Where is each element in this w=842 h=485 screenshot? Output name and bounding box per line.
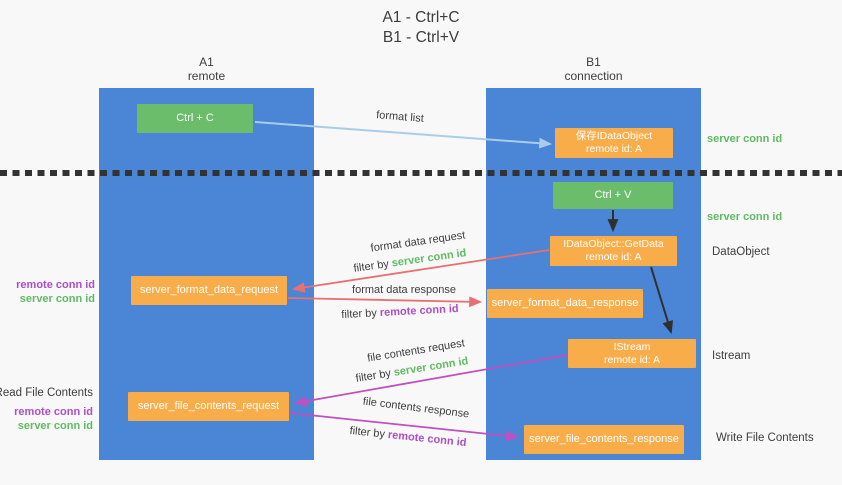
node-server-format-data-request: server_format_data_request bbox=[131, 276, 287, 305]
node-ctrl-c: Ctrl + C bbox=[137, 104, 253, 133]
label-istream: Istream bbox=[712, 350, 751, 362]
label-filter-by-remote-conn-id-2: filter by remote conn id bbox=[349, 425, 467, 449]
label-server-conn-id-right-mid: server conn id bbox=[707, 211, 783, 223]
node-format-request-label: server_format_data_request bbox=[139, 284, 279, 296]
node-ctrl-v-label: Ctrl + V bbox=[594, 189, 632, 201]
node-server-file-contents-response: server_file_contents_response bbox=[524, 425, 684, 454]
node-format-response-label: server_format_data_response bbox=[491, 297, 639, 309]
label-read-file-contents: Read File Contents bbox=[0, 387, 93, 399]
label-conn-ids-left-1: remote conn id server conn id bbox=[16, 278, 95, 306]
diagram-title-line2: B1 - Ctrl+V bbox=[382, 29, 460, 46]
node-save-idataobject-line2: remote id: A bbox=[585, 143, 643, 155]
label-filter-by-server-conn-id-1: filter by server conn id bbox=[353, 247, 467, 275]
label-conn-ids-left-2: remote conn id server conn id bbox=[14, 405, 93, 433]
diagram-title-line1: A1 - Ctrl+C bbox=[382, 9, 460, 26]
session-divider-dotted-line bbox=[0, 170, 842, 176]
lane-a1-name: A1 bbox=[199, 55, 214, 69]
label-format-data-response: format data response bbox=[352, 284, 456, 296]
lane-a1-header: A1 remote bbox=[99, 55, 314, 83]
label-dataobject: DataObject bbox=[712, 246, 770, 258]
filter-by-text: filter by bbox=[349, 424, 389, 441]
label-server-conn-id-right-top: server conn id bbox=[707, 133, 783, 145]
label-remote-conn-id-left-1: remote conn id bbox=[16, 279, 95, 291]
node-istream: IStream remote id: A bbox=[568, 339, 696, 368]
label-write-file-contents: Write File Contents bbox=[716, 432, 814, 444]
node-save-idataobject-line1: 保存IDataObject bbox=[575, 130, 653, 142]
label-remote-conn-id-left-2: remote conn id bbox=[14, 406, 93, 418]
label-filter-by-remote-conn-id-1: filter by remote conn id bbox=[341, 303, 459, 321]
node-server-format-data-response: server_format_data_response bbox=[487, 289, 643, 318]
node-idataobject-getdata: IDataObject::GetData remote id: A bbox=[550, 236, 677, 266]
label-server-conn-id-left-1: server conn id bbox=[19, 293, 95, 305]
node-getdata-line2: remote id: A bbox=[585, 251, 642, 263]
node-file-response-label: server_file_contents_response bbox=[529, 433, 679, 445]
lane-b1-header: B1 connection bbox=[486, 55, 701, 83]
filter-by-text: filter by bbox=[354, 366, 395, 385]
label-file-contents-response: file contents response bbox=[362, 395, 470, 421]
node-ctrl-c-label: Ctrl + C bbox=[176, 112, 214, 124]
diagram-title: A1 - Ctrl+C B1 - Ctrl+V bbox=[0, 8, 842, 48]
node-istream-line1: IStream bbox=[613, 340, 651, 353]
server-conn-id-text: server conn id bbox=[390, 247, 468, 270]
filter-by-text: filter by bbox=[352, 257, 393, 275]
lane-b1-name: B1 bbox=[586, 55, 601, 69]
lane-a1-subtitle: remote bbox=[187, 69, 226, 83]
node-ctrl-v: Ctrl + V bbox=[553, 182, 673, 209]
lane-b1-subtitle: connection bbox=[564, 69, 623, 83]
filter-by-text: filter by bbox=[341, 307, 381, 322]
remote-conn-id-text: remote conn id bbox=[387, 428, 467, 450]
node-getdata-line1: IDataObject::GetData bbox=[563, 238, 664, 250]
node-server-file-contents-request: server_file_contents_request bbox=[128, 392, 289, 421]
node-save-idataobject: 保存IDataObject remote id: A bbox=[555, 128, 673, 158]
arrow-format-data-response bbox=[287, 296, 483, 308]
label-server-conn-id-left-2: server conn id bbox=[17, 420, 93, 432]
node-file-request-label: server_file_contents_request bbox=[137, 400, 280, 412]
label-format-list: format list bbox=[375, 109, 425, 125]
remote-conn-id-text: remote conn id bbox=[379, 302, 459, 320]
node-istream-line2: remote id: A bbox=[603, 353, 661, 366]
